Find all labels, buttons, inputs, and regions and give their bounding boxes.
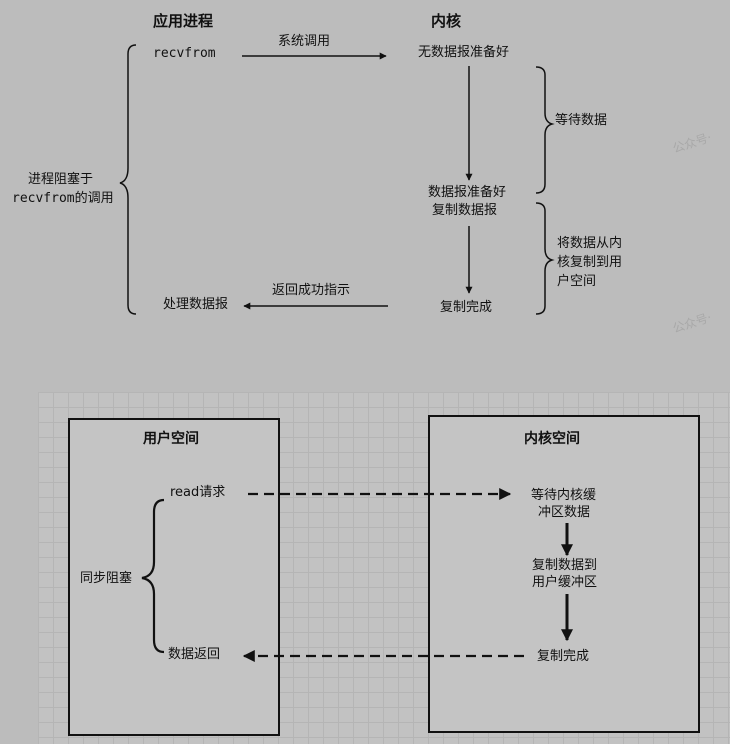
return-label: 返回成功指示 [272, 283, 351, 298]
recvfrom-call: recvfrom [153, 46, 216, 61]
user-space-title: 用户空间 [143, 431, 199, 447]
blocked-line2: recvfrom的调用 [12, 191, 114, 206]
kernel-no-data: 无数据报准备好 [418, 45, 510, 60]
user-space-box [68, 418, 280, 736]
copy-to-user-line2: 用户缓冲区 [532, 575, 598, 590]
wait-data-label: 等待数据 [555, 113, 608, 128]
blocked-line1: 进程阻塞于 [28, 172, 94, 187]
copy-brace [535, 202, 555, 315]
copy-to-user-line1: 复制数据到 [532, 558, 598, 573]
data-ready-line2: 复制数据报 [432, 203, 498, 218]
kernel-space-box [428, 415, 700, 733]
header-kernel: 内核 [431, 12, 462, 30]
syscall-label: 系统调用 [278, 34, 331, 49]
copy-note-line1: 将数据从内 [557, 236, 623, 251]
sync-block-brace [141, 498, 165, 654]
sync-block-label: 同步阻塞 [80, 571, 133, 586]
wait-buffer-line2: 冲区数据 [538, 505, 591, 520]
wait-buffer-line1: 等待内核缓 [531, 488, 597, 503]
blocked-brace [119, 44, 137, 315]
wait-brace [535, 66, 555, 194]
data-return: 数据返回 [168, 647, 221, 662]
data-ready-line1: 数据报准备好 [428, 185, 507, 200]
read-request: read请求 [170, 485, 226, 500]
copy-done-top: 复制完成 [440, 300, 493, 315]
copy-note-line2: 核复制到用 [557, 255, 623, 270]
copy-note-line3: 户空间 [557, 274, 597, 289]
kernel-space-title: 内核空间 [524, 431, 580, 447]
handle-datagram: 处理数据报 [163, 297, 229, 312]
copy-done-bottom: 复制完成 [537, 649, 590, 664]
header-app-process: 应用进程 [153, 12, 214, 30]
